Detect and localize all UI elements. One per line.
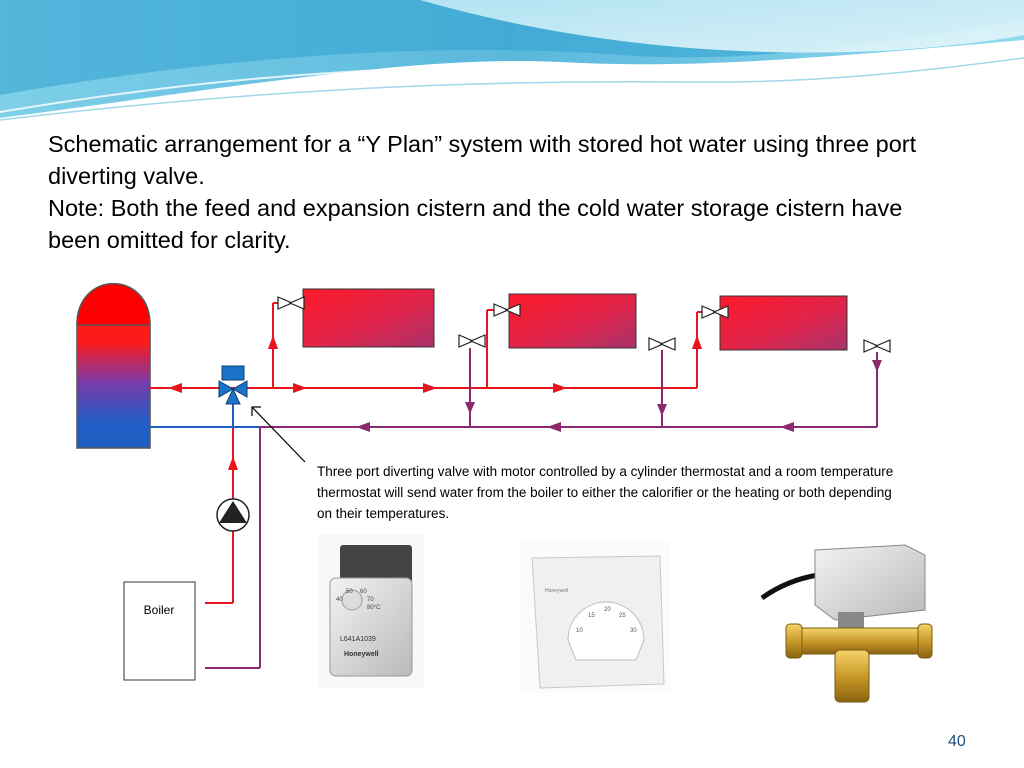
boiler-label: Boiler <box>144 603 175 617</box>
pump-icon <box>216 498 250 532</box>
radiator-1 <box>302 288 435 348</box>
cylinder-thermostat-photo: 50 60 70 80°C 40 L641A1039 Honeywell <box>318 535 424 688</box>
dial-mark-80: 80°C <box>367 605 381 611</box>
dial-mark-40: 40 <box>336 597 343 603</box>
dial-mark-60: 60 <box>360 589 367 595</box>
callout-pointer <box>251 406 306 463</box>
boiler: Boiler <box>123 581 196 681</box>
hot-water-cylinder <box>76 283 151 449</box>
radiator-3 <box>719 295 848 351</box>
diverting-valve-callout: Three port diverting valve with motor co… <box>317 464 894 521</box>
heading-line-1: Schematic arrangement for a “Y Plan” sys… <box>48 131 917 189</box>
return-arrows <box>356 360 882 432</box>
dial-mark-25: 25 <box>619 613 626 619</box>
dial-mark-70: 70 <box>367 597 374 603</box>
slide-heading: Schematic arrangement for a “Y Plan” sys… <box>48 128 928 256</box>
radiator-2 <box>508 293 637 349</box>
dial-mark-10: 10 <box>576 628 583 634</box>
slide-number: 40 <box>948 733 966 750</box>
room-thermostat-brand: Honeywell <box>545 588 568 594</box>
motorised-valve-photo <box>760 540 933 708</box>
y-plan-schematic: Boiler 50 60 70 80°C 40 L641A1039 Honeyw… <box>76 283 933 708</box>
dial-mark-50: 50 <box>346 589 353 595</box>
dial-mark-30: 30 <box>630 628 637 634</box>
cylinder-thermostat-model: L641A1039 <box>340 636 376 643</box>
room-thermostat-photo: Honeywell 10 15 20 25 30 <box>520 542 670 692</box>
dial-mark-20: 20 <box>604 607 611 613</box>
diverting-valve-icon <box>218 365 248 405</box>
flow-arrows <box>168 335 702 470</box>
header-wave-banner <box>0 0 1024 121</box>
cylinder-thermostat-brand: Honeywell <box>344 651 379 658</box>
dial-mark-15: 15 <box>588 613 595 619</box>
radiator-valve-icons <box>277 296 891 353</box>
heading-line-2: Note: Both the feed and expansion cister… <box>48 195 903 253</box>
